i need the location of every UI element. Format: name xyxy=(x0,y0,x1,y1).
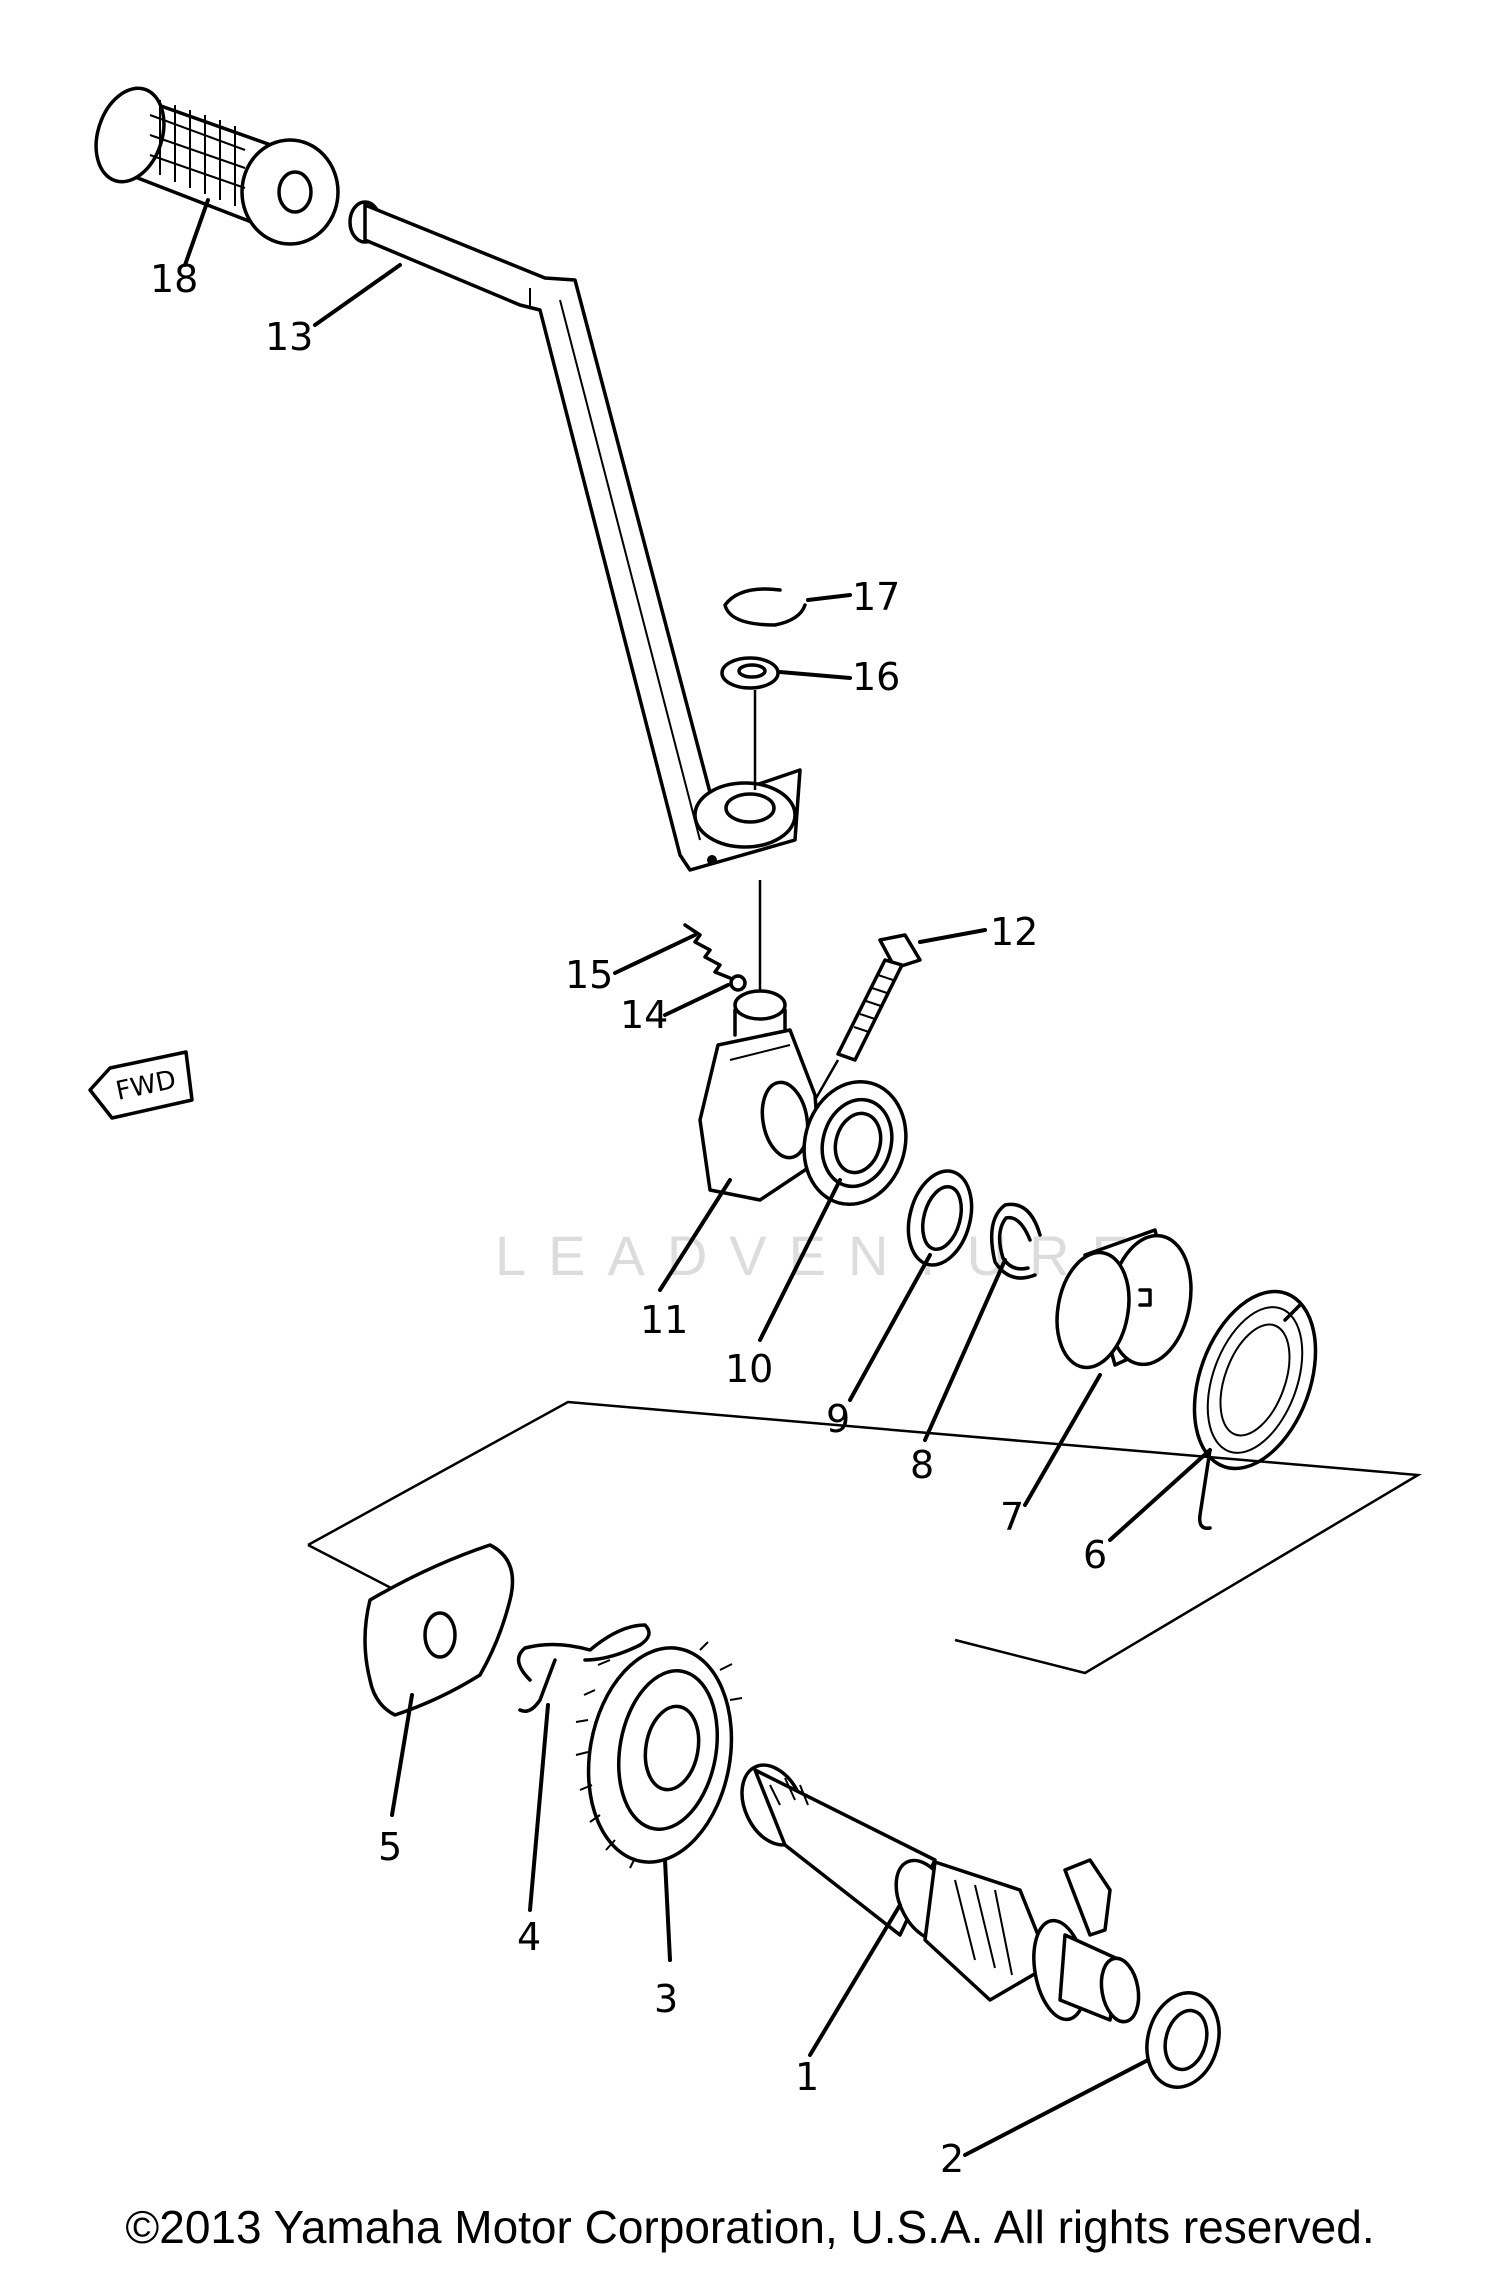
part-15-spring xyxy=(683,923,732,980)
part-2-washer xyxy=(1145,1991,1221,2089)
part-3-gear xyxy=(575,1641,743,1869)
callout-18: 18 xyxy=(150,257,198,301)
part-17-circlip xyxy=(723,587,807,627)
part-8-circlip xyxy=(989,1202,1042,1280)
part-13-kick-crank xyxy=(348,200,802,872)
part-14-ball xyxy=(729,974,747,992)
copyright-notice: ©2013 Yamaha Motor Corporation, U.S.A. A… xyxy=(125,2201,1375,2253)
part-18-kick-grip xyxy=(94,86,340,246)
callout-6: 6 xyxy=(1083,1533,1107,1577)
callout-12: 12 xyxy=(990,910,1038,954)
part-9-washer xyxy=(906,1169,974,1267)
callout-11: 11 xyxy=(640,1298,688,1342)
callout-2: 2 xyxy=(940,2137,964,2181)
callout-5: 5 xyxy=(378,1825,402,1869)
callout-1: 1 xyxy=(795,2055,819,2099)
part-10-bearing xyxy=(802,1079,908,1207)
part-4-clip xyxy=(516,1623,651,1713)
leader-lines xyxy=(183,198,1212,2157)
part-12-bolt xyxy=(813,933,922,1101)
fwd-indicator: FWD xyxy=(88,1050,194,1120)
part-1-kick-shaft xyxy=(740,1763,1141,2024)
callout-4: 4 xyxy=(517,1915,541,1959)
part-7-spacer xyxy=(1055,1228,1193,1370)
callout-8: 8 xyxy=(910,1443,934,1487)
callout-3: 3 xyxy=(654,1977,678,2021)
callout-13: 13 xyxy=(265,315,313,359)
callout-labels: 1 2 3 4 5 6 7 8 9 10 11 12 13 14 15 16 1… xyxy=(150,257,1107,2181)
callout-7: 7 xyxy=(1000,1495,1024,1539)
callout-15: 15 xyxy=(565,953,613,997)
callout-10: 10 xyxy=(725,1347,773,1391)
assembly-outline xyxy=(307,1400,1422,1675)
part-11-kick-boss xyxy=(698,989,822,1202)
callout-9: 9 xyxy=(826,1397,850,1441)
callout-16: 16 xyxy=(852,655,900,699)
part-5-plate xyxy=(363,1543,515,1717)
part-16-washer xyxy=(720,656,780,690)
callout-17: 17 xyxy=(852,575,900,619)
watermark-text: LEADVENTURE xyxy=(495,1224,1151,1287)
callout-14: 14 xyxy=(620,993,668,1037)
part-6-torsion-spring xyxy=(1192,1289,1318,1530)
